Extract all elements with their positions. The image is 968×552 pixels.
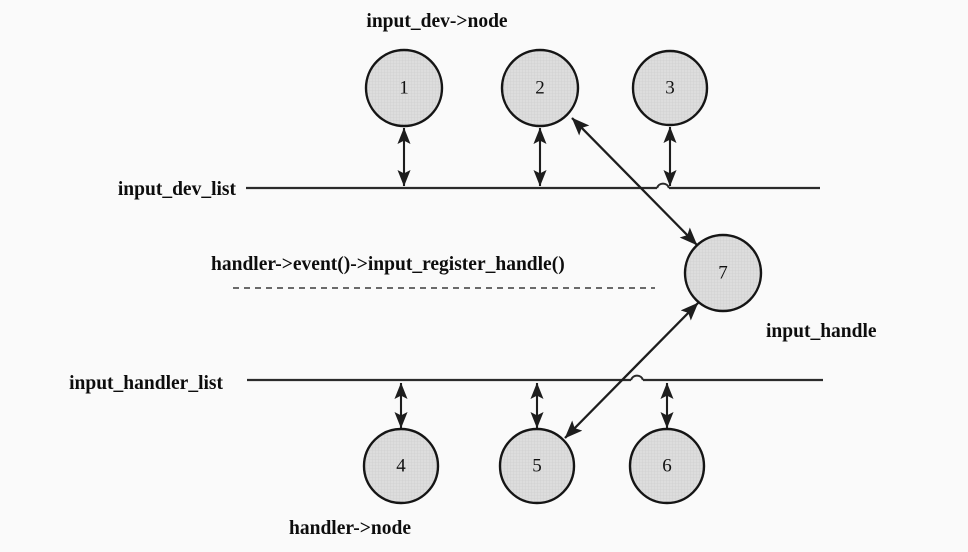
node-6[interactable]: 6 bbox=[628, 427, 706, 505]
node-3[interactable]: 3 bbox=[631, 49, 709, 127]
node-5-label: 5 bbox=[532, 455, 542, 476]
node-6-circle[interactable] bbox=[628, 427, 706, 505]
link-node5-node7 bbox=[564, 302, 699, 439]
link-node2-node7 bbox=[571, 117, 698, 246]
node-3-circle[interactable] bbox=[631, 49, 709, 127]
register-call-caption: handler->event()->input_register_handle(… bbox=[211, 254, 565, 275]
node-1-circle[interactable] bbox=[364, 48, 444, 128]
connectors-input-handler bbox=[394, 382, 674, 429]
input-dev-list-caption: input_dev_list bbox=[118, 179, 237, 200]
hop-upper-arc bbox=[656, 182, 670, 189]
node-7-circle[interactable] bbox=[683, 233, 763, 313]
input-dev-list-bus bbox=[246, 182, 820, 190]
node-4-circle[interactable] bbox=[362, 427, 440, 505]
node-5-circle[interactable] bbox=[498, 427, 576, 505]
node-7-label: 7 bbox=[718, 262, 728, 283]
node-4[interactable]: 4 bbox=[362, 427, 440, 505]
input-handler-list-caption: input_handler_list bbox=[69, 373, 223, 394]
node-5[interactable]: 5 bbox=[498, 427, 576, 505]
node-1[interactable]: 1 bbox=[364, 48, 444, 128]
node-6-label: 6 bbox=[662, 455, 672, 476]
node-2-circle[interactable] bbox=[500, 48, 580, 128]
node-3-label: 3 bbox=[665, 77, 675, 98]
node-2[interactable]: 2 bbox=[500, 48, 580, 128]
input-handler-list-bus bbox=[247, 374, 823, 382]
node-2-label: 2 bbox=[535, 77, 545, 98]
node-4-label: 4 bbox=[396, 455, 406, 476]
node-7[interactable]: 7 bbox=[683, 233, 763, 313]
input-handle-caption: input_handle bbox=[766, 321, 877, 342]
hop-lower-arc bbox=[630, 374, 644, 381]
handler-node-caption: handler->node bbox=[289, 518, 411, 539]
input-dev-node-caption: input_dev->node bbox=[366, 11, 507, 32]
node-1-label: 1 bbox=[399, 77, 409, 98]
handle-links bbox=[564, 117, 699, 439]
